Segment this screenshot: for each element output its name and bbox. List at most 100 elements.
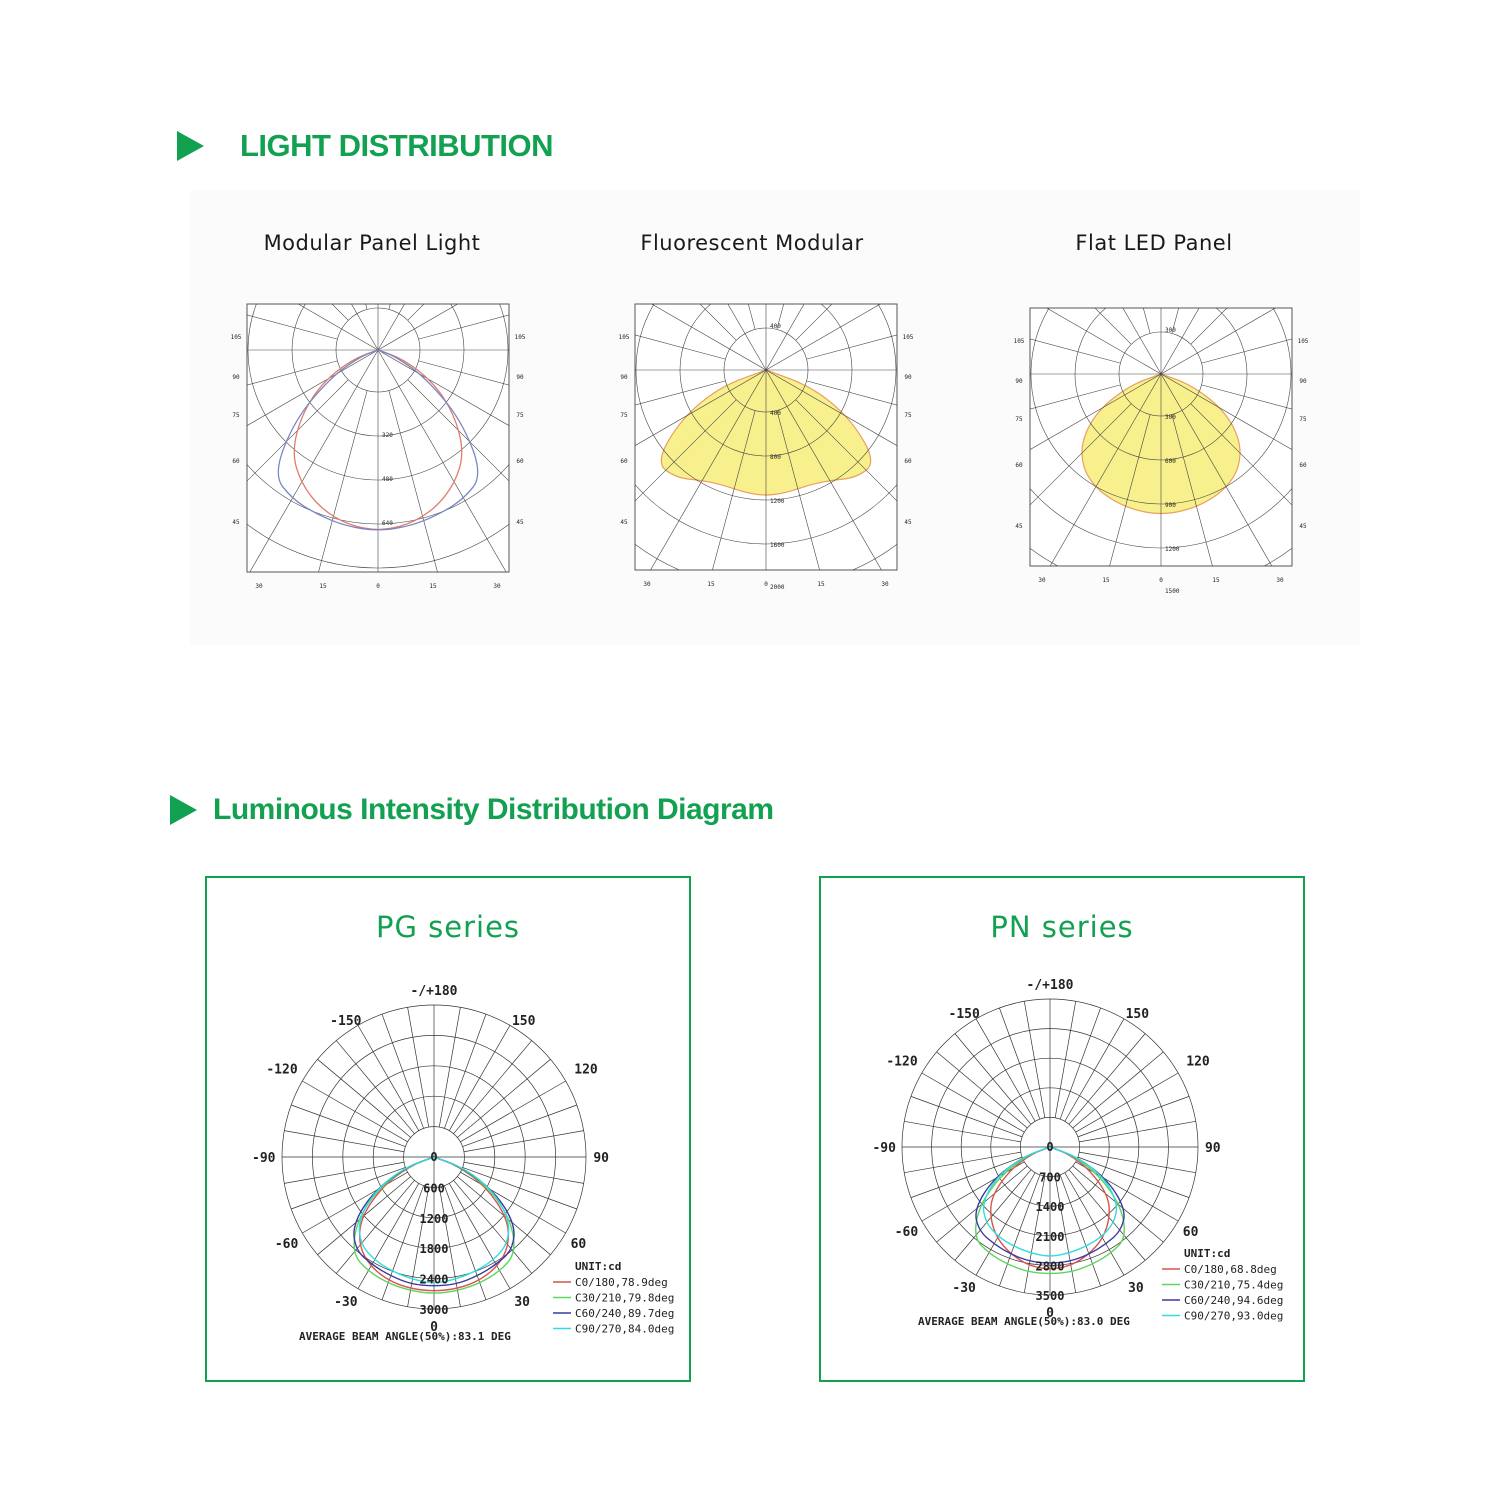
intensity-curve: [358, 1156, 510, 1292]
series-title: PG series: [375, 910, 521, 944]
angle-tick-label: 60: [1299, 462, 1307, 469]
grid-spoke: [1064, 1018, 1125, 1122]
intensity-curve: [990, 1146, 1110, 1270]
angle-tick-label: 30: [493, 583, 501, 590]
section-header-light-distribution: LIGHT DISTRIBUTION: [177, 128, 554, 164]
grid-spoke: [418, 360, 509, 386]
grid-spoke: [381, 1014, 424, 1129]
grid-spoke: [795, 399, 897, 502]
plot-area: [1030, 308, 1292, 566]
angle-tick-label: 0: [764, 581, 768, 588]
grid-spoke: [377, 304, 459, 351]
legend-entry: C90/270,84.0deg: [575, 1323, 674, 1336]
angle-tick-label: 30: [255, 583, 263, 590]
radial-tick-label: 3500: [1036, 1289, 1065, 1303]
grid-spoke: [1160, 373, 1292, 450]
angle-tick-label: 15: [319, 583, 327, 590]
grid-spoke: [1201, 384, 1292, 410]
angle-label: -30: [952, 1281, 976, 1296]
grid-spoke: [1160, 308, 1276, 375]
grid-spoke: [635, 399, 737, 502]
radial-tick-label: 400: [770, 323, 781, 330]
intensity-curve: [277, 349, 479, 531]
angle-label: -/+180: [411, 984, 458, 999]
grid-spoke: [765, 369, 897, 446]
angle-tick-label: 0: [376, 583, 380, 590]
grid-spoke: [407, 379, 509, 482]
radial-tick-label: 2400: [420, 1273, 449, 1287]
radial-tick-label: 700: [1039, 1171, 1061, 1185]
angle-label: 60: [571, 1237, 587, 1252]
grid-spoke: [453, 1040, 532, 1134]
angle-tick-label: 90: [904, 374, 912, 381]
series-title: PN series: [990, 910, 1134, 944]
grid-spoke: [249, 349, 379, 572]
grid-spoke: [247, 379, 349, 482]
grid-spoke: [765, 304, 881, 371]
radial-tick-label: 1200: [1165, 546, 1180, 553]
radial-tick-label: 1200: [420, 1212, 449, 1226]
legend-entry: C0/180,78.9deg: [575, 1276, 668, 1289]
grid-spoke: [1079, 1120, 1196, 1143]
grid-spoke: [284, 1130, 405, 1153]
radial-tick-label: 0: [1046, 1140, 1053, 1154]
angle-label: -90: [872, 1141, 896, 1156]
grid-spoke: [1054, 1001, 1077, 1118]
grid-spoke: [727, 304, 767, 371]
grid-spoke: [317, 1059, 411, 1138]
radial-tick-label: 600: [423, 1181, 445, 1195]
grid-spoke: [1075, 1161, 1179, 1222]
legend-entry: C30/210,79.8deg: [575, 1292, 674, 1305]
radial-tick-label: 800: [770, 454, 781, 461]
plot-area: [635, 304, 897, 570]
grid-spoke: [463, 1130, 584, 1153]
grid-spoke: [463, 1161, 584, 1184]
intensity-curve: [293, 349, 463, 530]
intensity-curve: [358, 1156, 510, 1284]
grid-spoke: [910, 1156, 1023, 1198]
grid-spoke: [438, 1186, 461, 1307]
grid-spoke: [904, 1151, 1021, 1174]
grid-spoke: [975, 1018, 1036, 1122]
angle-tick-label: 60: [1015, 462, 1023, 469]
grid-spoke: [1160, 308, 1200, 375]
grid-spoke: [336, 1180, 415, 1274]
grid-spoke: [291, 1167, 406, 1210]
grid-spoke: [336, 1040, 415, 1134]
intensity-curve: [982, 1146, 1118, 1257]
beam-angle-footer: AVERAGE BEAM ANGLE(50%):83.1 DEG: [299, 1330, 511, 1343]
grid-spoke: [457, 1059, 551, 1138]
angle-tick-label: 90: [620, 374, 628, 381]
angle-tick-label: 90: [232, 374, 240, 381]
radial-tick-label: 480: [382, 476, 393, 483]
grid-spoke: [438, 1007, 461, 1128]
section-title: Luminous Intensity Distribution Diagram: [213, 793, 774, 826]
grid-spoke: [1072, 1051, 1164, 1129]
grid-spoke: [247, 360, 338, 386]
grid-spoke: [302, 1171, 408, 1234]
intensity-curve: [975, 1146, 1125, 1264]
angle-tick-label: 15: [817, 581, 825, 588]
grid-spoke: [1030, 338, 1121, 364]
angle-tick-label: 45: [1299, 523, 1307, 530]
radial-tick-label: 900: [1165, 502, 1176, 509]
radial-tick-label: 2100: [1036, 1230, 1065, 1244]
angle-tick-label: 105: [1014, 338, 1025, 345]
grid-spoke: [975, 1172, 1036, 1276]
angle-label: 120: [1186, 1055, 1210, 1070]
angle-tick-label: 75: [516, 412, 524, 419]
radial-tick-label: 1200: [770, 498, 785, 505]
angle-tick-label: 30: [881, 581, 889, 588]
angle-tick-label: 75: [904, 412, 912, 419]
grid-spoke: [1068, 1169, 1146, 1261]
angle-label: 30: [514, 1295, 530, 1310]
angle-tick-label: 15: [707, 581, 715, 588]
angle-label: 0: [1046, 1306, 1054, 1321]
grid-spoke: [921, 1161, 1025, 1222]
grid-spoke: [999, 1007, 1041, 1120]
radial-tick-label: 1600: [770, 542, 785, 549]
grid-spoke: [1077, 1096, 1190, 1138]
angle-tick-label: 105: [619, 334, 630, 341]
angle-tick-label: 90: [516, 374, 524, 381]
angle-tick-label: 75: [232, 412, 240, 419]
